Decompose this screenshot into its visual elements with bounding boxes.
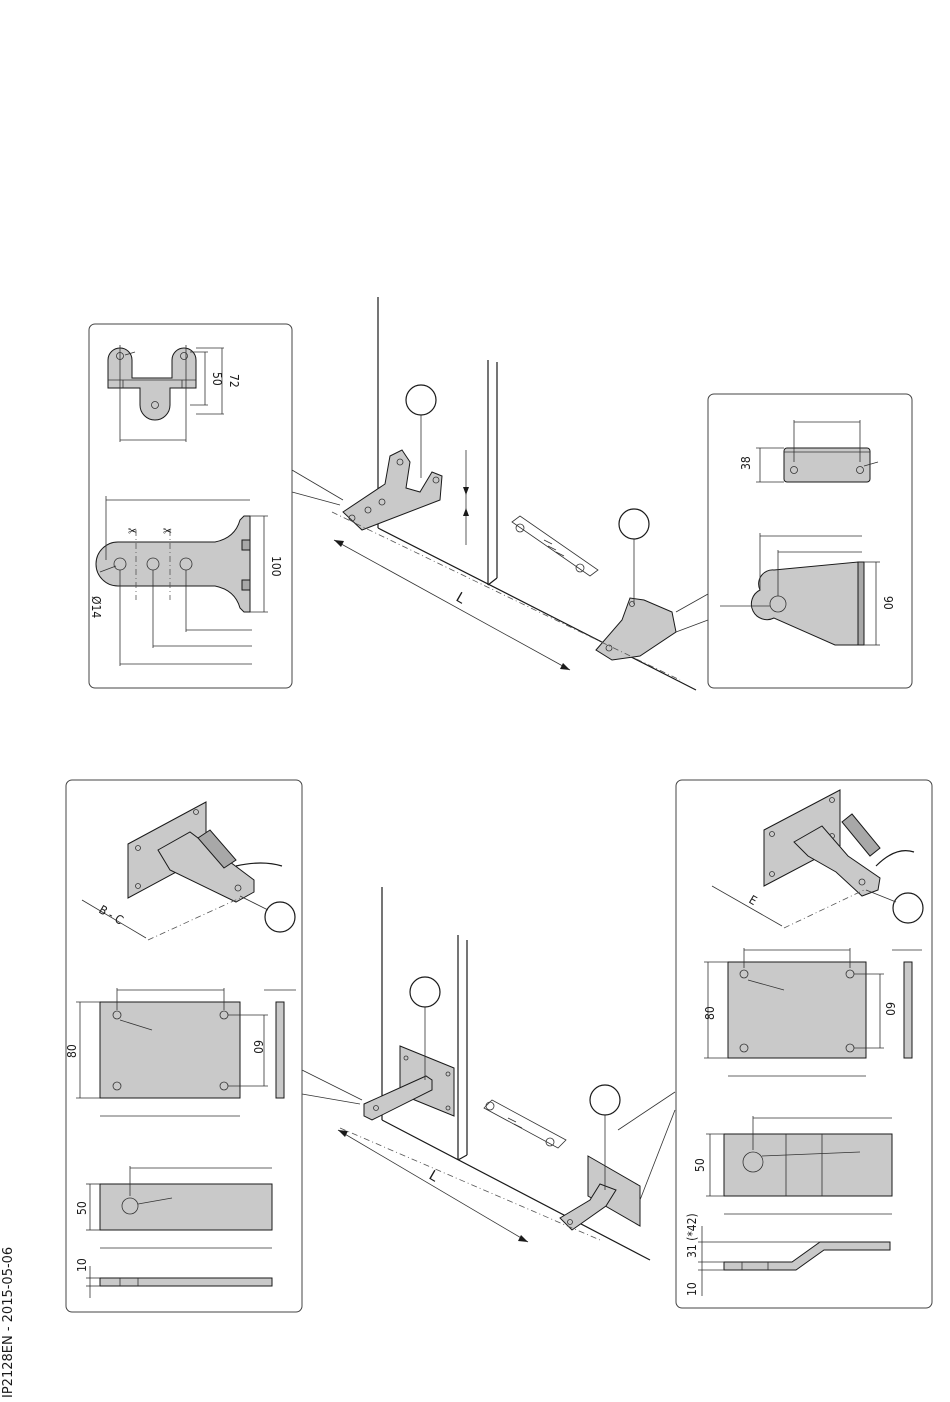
top-left-callout: 72 50 ✂ ✂ 100 Ø14 <box>89 324 292 688</box>
arm-side-view <box>100 1278 272 1286</box>
document-reference: IP2128EN - 2015-05-06 <box>1 1247 16 1398</box>
arm-plan-view-right <box>724 1134 892 1196</box>
plate-front-view-right <box>728 962 866 1058</box>
top-figure: L <box>292 297 708 690</box>
dim-10-left: 10 <box>75 1258 89 1272</box>
bottom-figure: L <box>302 887 675 1260</box>
dim-d14: Ø14 <box>89 596 103 618</box>
dim-90: 90 <box>881 596 895 610</box>
callout-circle-1 <box>406 385 436 415</box>
cut-mark-2: ✂ <box>163 524 172 538</box>
dim-38: 38 <box>739 456 753 470</box>
dim-80-left: 80 <box>65 1044 79 1058</box>
callout-circle-4 <box>590 1085 620 1115</box>
top-right-callout: 38 90 <box>708 394 912 688</box>
callout-circle-2 <box>619 509 649 539</box>
dim-100: 100 <box>269 556 283 577</box>
callout-circle-3 <box>410 977 440 1007</box>
top-length-label: L <box>453 590 468 608</box>
bottom-left-callout: B - C 80 60 50 <box>65 780 302 1312</box>
plate-side-view <box>784 448 870 482</box>
left-bracket-3d <box>343 450 442 530</box>
closer-body-bottom <box>484 1100 566 1148</box>
bottom-right-callout: E 80 60 50 <box>676 780 932 1308</box>
dim-50-left: 50 <box>75 1201 89 1215</box>
dim-80-right: 80 <box>703 1006 717 1020</box>
arm-plan-view <box>100 1184 272 1230</box>
dim-10-right: 10 <box>685 1282 699 1296</box>
dim-50-right: 50 <box>693 1158 707 1172</box>
dim-31-right: 31 (*42) <box>685 1213 699 1258</box>
dim-60-left: 60 <box>251 1040 265 1054</box>
dim-72: 72 <box>227 374 241 388</box>
cut-mark-1: ✂ <box>128 524 137 538</box>
dim-60-right: 60 <box>883 1002 897 1016</box>
closer-body-top <box>512 516 598 576</box>
dim-50: 50 <box>210 372 224 386</box>
